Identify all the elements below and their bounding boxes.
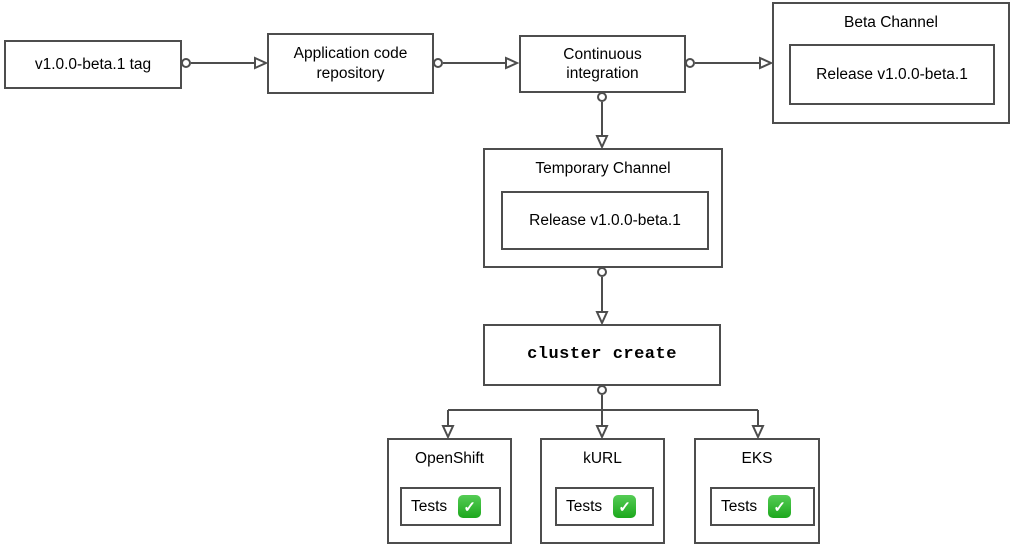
openshift-title: OpenShift [415, 450, 484, 467]
eks-tests-label: Tests [721, 497, 758, 515]
node-version-tag: v1.0.0-beta.1 tag [4, 40, 182, 89]
connector-repo-to-ci [433, 56, 520, 70]
check-icon: ✓ [768, 495, 792, 518]
eks-tests-box: Tests ✓ [710, 487, 815, 526]
connector-cluster-create-to-platforms [441, 385, 765, 440]
node-continuous-integration-label: Continuous integration [563, 45, 642, 82]
beta-channel-title: Beta Channel [844, 14, 938, 31]
node-openshift: OpenShift Tests ✓ [387, 438, 512, 544]
node-cluster-create-label: cluster create [527, 345, 677, 365]
check-icon: ✓ [613, 495, 637, 518]
kurl-title: kURL [583, 450, 622, 467]
node-continuous-integration: Continuous integration [519, 35, 686, 93]
openshift-tests-box: Tests ✓ [400, 487, 501, 526]
beta-channel-release-label: Release v1.0.0-beta.1 [816, 65, 968, 83]
node-kurl: kURL Tests ✓ [540, 438, 665, 544]
openshift-tests-label: Tests [411, 497, 448, 515]
node-application-code-repository-label: Application code repository [293, 45, 408, 82]
temporary-channel-release-label: Release v1.0.0-beta.1 [529, 211, 681, 229]
connector-ci-to-temp-channel [595, 92, 609, 150]
node-beta-channel: Beta Channel Release v1.0.0-beta.1 [772, 2, 1010, 124]
beta-channel-release-box: Release v1.0.0-beta.1 [789, 44, 995, 105]
kurl-tests-box: Tests ✓ [555, 487, 654, 526]
connector-temp-channel-to-cluster-create [595, 267, 609, 326]
connector-ci-to-beta-channel [685, 56, 774, 70]
check-icon: ✓ [458, 495, 482, 518]
node-eks: EKS Tests ✓ [694, 438, 820, 544]
temporary-channel-release-box: Release v1.0.0-beta.1 [501, 191, 709, 250]
eks-title: EKS [741, 450, 773, 467]
node-cluster-create: cluster create [483, 324, 721, 386]
node-version-tag-label: v1.0.0-beta.1 tag [34, 55, 152, 73]
kurl-tests-label: Tests [566, 497, 603, 515]
temporary-channel-title: Temporary Channel [535, 160, 671, 177]
node-application-code-repository: Application code repository [267, 33, 434, 94]
node-temporary-channel: Temporary Channel Release v1.0.0-beta.1 [483, 148, 723, 268]
connector-tag-to-repo [181, 56, 269, 70]
